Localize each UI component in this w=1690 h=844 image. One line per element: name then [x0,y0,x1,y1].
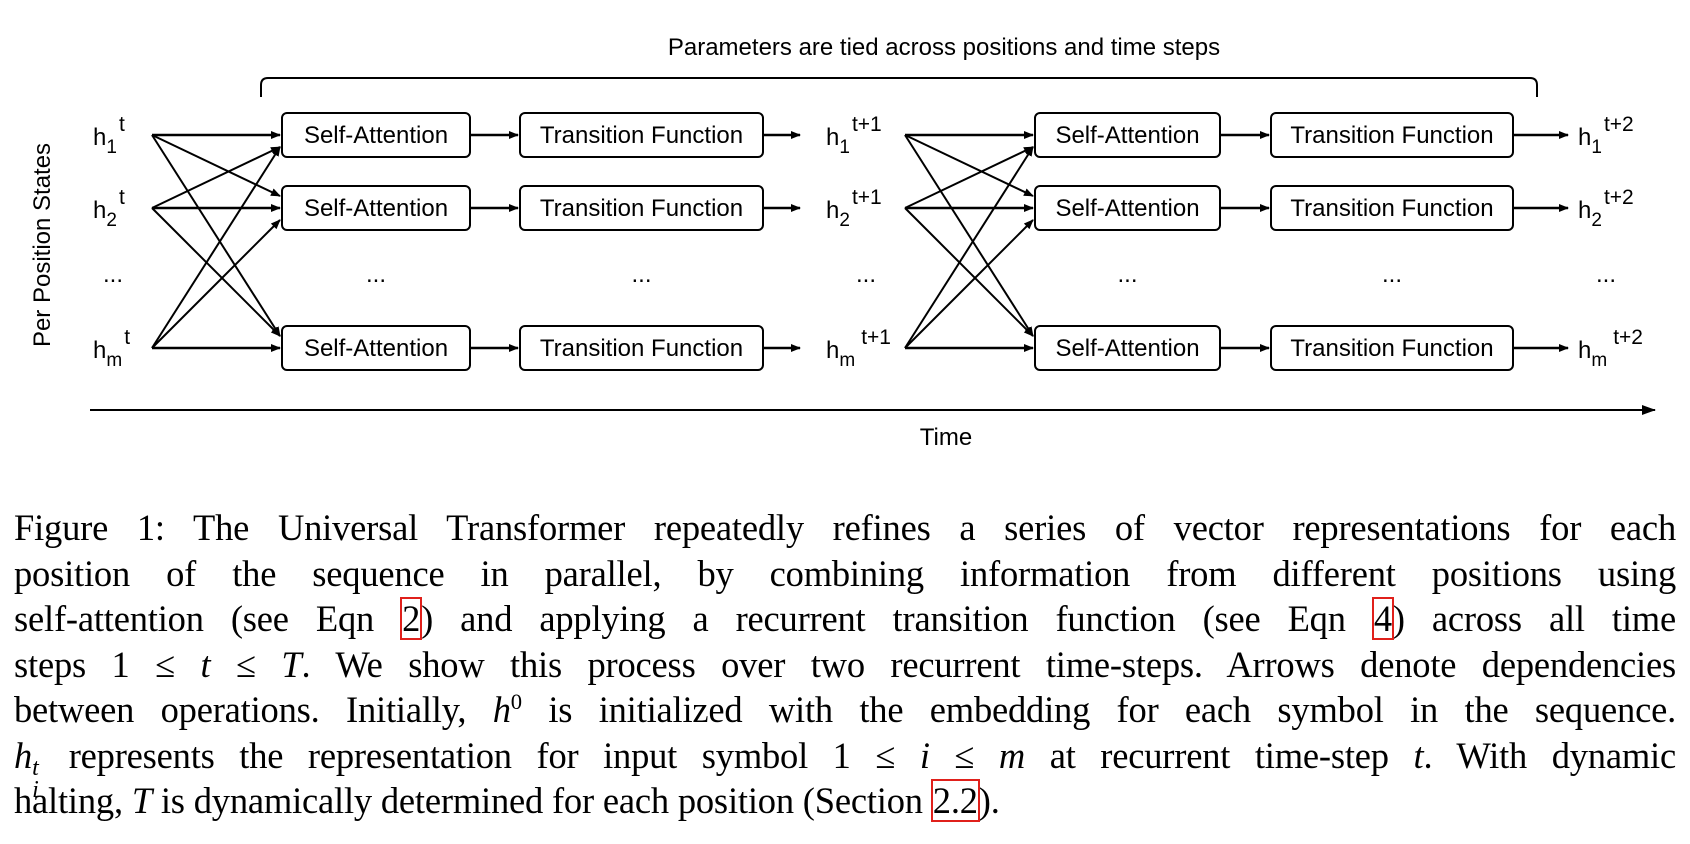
caption-text: at recurrent time-step [1025,734,1414,776]
undefined-label: Self-Attention [304,335,448,362]
undefined-label: Transition Function [540,122,743,149]
state-h1-t1: h1t+1 [826,113,882,158]
math-superscript: 0 [510,688,522,714]
universal-transformer-diagram: Parameters are tied across positions and… [29,34,1656,451]
attention-dependency-arrow [904,207,1034,337]
caption-text: halting, [14,780,132,821]
caption-text: represents the representation for input … [44,734,920,776]
state-hm-t2: hmt+2 [1578,326,1643,371]
attention-dependency-arrow [151,219,281,349]
bracket-label: Parameters are tied across positions and… [668,34,1220,61]
attention-dependency-arrow [151,134,281,197]
attention-dependency-arrow [904,134,1034,337]
caption-text: self-attention (see Eqn [14,598,402,639]
caption-line-5: between operations. Initially, h0 is ini… [14,687,1676,733]
undefined-label: Transition Function [540,195,743,222]
attention-dependency-arrow [904,134,1034,197]
state-hm-t1: hmt+1 [826,326,891,371]
math-T: T [131,780,152,821]
state-ellipsis: ... [856,261,876,288]
math-subscript: i [32,776,39,803]
caption-text: is dynamically determined for each posit… [151,780,932,821]
undefined-label: Self-Attention [1055,122,1199,149]
attention-dependency-arrow [151,134,281,337]
caption-text: ). [978,780,1000,821]
caption-line-3: self-attention (see Eqn 2) and applying … [14,596,1676,642]
state-h1-t: h1t [93,113,125,158]
caption-text: is initialized with the embedding for ea… [521,689,1676,730]
section-2-2-link[interactable]: 2.2 [930,779,980,822]
eqn-4-link[interactable]: 4 [1371,597,1394,640]
attention-dependency-arrow [904,219,1034,349]
eqn-2-link[interactable]: 2 [400,597,423,640]
math-T: T [281,643,302,685]
math-i: i [919,734,930,776]
attention-dependency-arrow [151,146,281,209]
caption-line-7: halting, T is dynamically determined for… [14,778,1676,824]
caption-text: ≤ [929,734,999,776]
state-ellipsis: ... [103,261,123,288]
figure-caption: Figure 1: The Universal Transformer repe… [14,505,1676,824]
caption-text: ≤ [210,643,282,685]
undefined-label: Self-Attention [1055,335,1199,362]
undefined-label: Transition Function [540,335,743,362]
attention-dependency-arrow [904,146,1034,209]
state-h2-t2: h2t+2 [1578,186,1634,231]
y-axis-label: Per Position States [29,143,56,347]
attention-dependency-arrow [151,146,281,349]
caption-line-4: steps 1 ≤ t ≤ T. We show this process ov… [14,642,1676,688]
caption-text: ) across all time [1392,598,1676,639]
math-t: t [200,643,211,685]
undefined-label: Transition Function [1290,335,1493,362]
attention-dependency-arrow [151,207,281,337]
state-h2-t: h2t [93,186,125,231]
caption-text: ) and applying a recurrent transition fu… [421,598,1373,639]
undefined-label: Self-Attention [304,195,448,222]
attention-dependency-arrow [904,146,1034,349]
transition-ellipsis: ... [1382,261,1402,288]
transition-ellipsis: ... [631,261,651,288]
state-h2-t1: h2t+1 [826,186,882,231]
undefined-label: Self-Attention [1055,195,1199,222]
self-attention-ellipsis: ... [1117,261,1137,288]
math-h: h [14,734,33,776]
undefined-label: Transition Function [1290,122,1493,149]
caption-line-2: position of the sequence in parallel, by… [14,552,1676,594]
state-h1-t2: h1t+2 [1578,113,1634,158]
state-ellipsis: ... [1596,261,1616,288]
math-h: h [492,689,511,730]
caption-line-1: Figure 1: The Universal Transformer repe… [14,507,1676,548]
math-m: m [998,734,1026,776]
undefined-label: Self-Attention [304,122,448,149]
caption-text: . With dynamic [1423,734,1676,776]
caption-text: . We show this process over two recurren… [301,643,1677,685]
math-superscript: t [32,754,39,781]
math-t: t [1413,734,1424,776]
x-axis-label: Time [920,424,972,451]
state-hm-t: hmt [93,326,130,371]
caption-text: between operations. Initially, [14,689,493,730]
parameter-tying-bracket [260,77,1538,97]
undefined-label: Transition Function [1290,195,1493,222]
caption-text: steps 1 ≤ [14,643,201,685]
self-attention-ellipsis: ... [366,261,386,288]
